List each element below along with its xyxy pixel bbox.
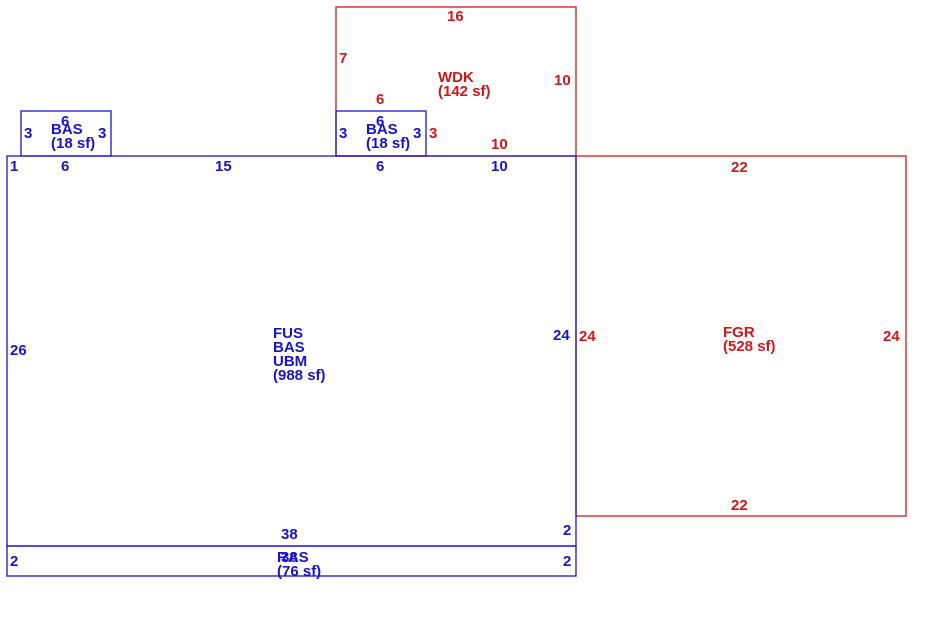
dim-wdk-left-7: 7: [339, 50, 347, 67]
bump-left-sf: (18 sf): [51, 135, 95, 152]
main-area-sf: (988 sf): [273, 367, 326, 384]
dim-wdk-right-10: 10: [554, 72, 571, 89]
dim-ras-right-2: 2: [563, 553, 571, 570]
dim-fgr-left-24: 24: [579, 328, 596, 345]
dim-main-top-6b: 6: [376, 158, 384, 175]
dim-fgr-top-22: 22: [731, 159, 748, 176]
dim-bump-mid-top-6: 6: [376, 113, 384, 130]
dim-bump-mid-left-3: 3: [339, 125, 347, 142]
dim-main-left-26: 26: [10, 342, 27, 359]
dim-main-top-6a: 6: [61, 158, 69, 175]
dim-wdk-top-16: 16: [447, 8, 464, 25]
dim-ras-38: 38: [281, 549, 298, 566]
bump-left-outline: [20, 110, 112, 157]
ras-outline: [6, 545, 577, 577]
bump-mid-sf: (18 sf): [366, 135, 410, 152]
bump-mid-code: BAS: [366, 121, 398, 138]
dim-main-right-24: 24: [553, 327, 570, 344]
fgr-sf: (528 sf): [723, 338, 776, 355]
dim-wdk-bottom-10: 10: [491, 136, 508, 153]
ras-sf: (76 sf): [277, 563, 321, 580]
bump-left-code: BAS: [51, 121, 83, 138]
dim-bump-left-top-6: 6: [61, 113, 69, 130]
wdk-sf: (142 sf): [438, 83, 491, 100]
dim-bump-left-left-3: 3: [24, 125, 32, 142]
dim-bump-mid-right-3: 3: [413, 125, 421, 142]
ras-code: RAS: [277, 549, 309, 566]
main-area-code-3: UBM: [273, 353, 307, 370]
dim-main-right-lower-2: 2: [563, 522, 571, 539]
bump-mid-outline: [335, 110, 427, 157]
dim-main-top-15: 15: [215, 158, 232, 175]
dim-main-bottom-38: 38: [281, 526, 298, 543]
wdk-code: WDK: [438, 69, 474, 86]
dim-fgr-right-24: 24: [883, 328, 900, 345]
dim-wdk-inner-6: 6: [376, 91, 384, 108]
dim-main-top-1: 1: [10, 158, 18, 175]
dim-bump-left-right-3: 3: [98, 125, 106, 142]
main-area-code-1: FUS: [273, 325, 303, 342]
dim-fgr-bottom-22: 22: [731, 497, 748, 514]
dim-main-top-10: 10: [491, 158, 508, 175]
fgr-code: FGR: [723, 324, 755, 341]
dim-wdk-inner-3: 3: [429, 125, 437, 142]
main-area-code-2: BAS: [273, 339, 305, 356]
dim-ras-left-2: 2: [10, 553, 18, 570]
